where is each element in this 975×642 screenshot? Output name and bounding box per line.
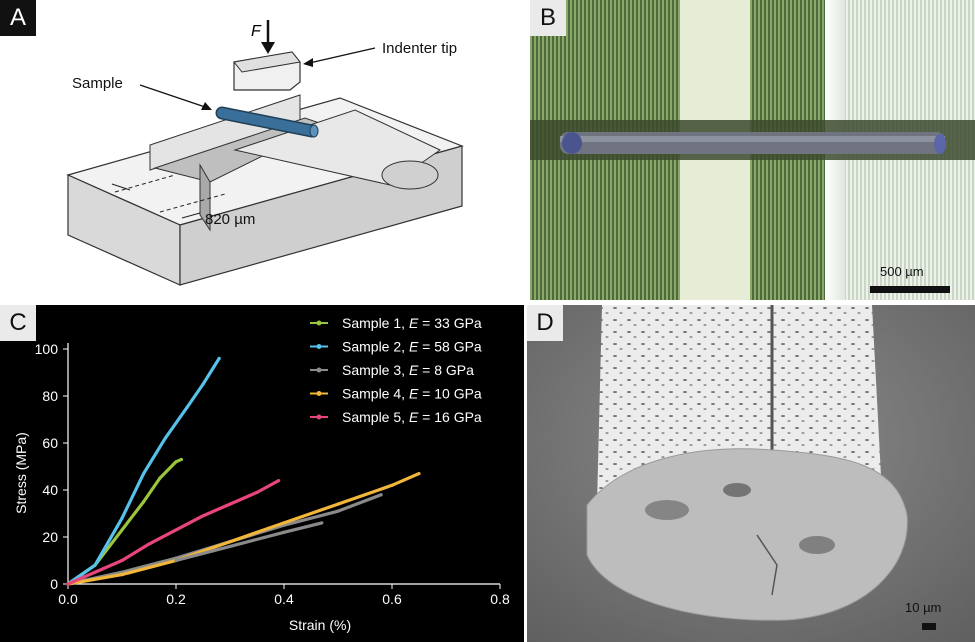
dimension-arrow-right [181,212,201,219]
optical-micrograph [530,0,975,300]
indentation-setup-diagram: F Indenter tip Sample 820 µm [66,20,464,286]
scale-label-d: 10 µm [905,600,942,615]
data-point [93,570,97,574]
data-point [120,516,124,520]
data-point [417,471,421,476]
legend-entry-1: Sample 1, E = 33 GPa [342,315,482,331]
panel-c: 0.0 0.2 0.4 0.6 0.8 0 20 40 60 80 100 Sample 1, E … [0,305,524,642]
x-tick-label: 0.6 [382,591,402,607]
panel-label-d: D [527,305,563,341]
data-point [201,382,205,386]
data-point [282,530,286,534]
series-line-extra [175,521,323,563]
data-point [120,528,124,532]
x-axis-label: Strain (%) [289,617,351,633]
legend-entry-5: Sample 5, E = 16 GPa [342,409,482,425]
data-point [228,544,232,548]
legend-marker-4 [316,391,322,396]
data-point [174,558,178,563]
panel-d: 10 µm D [527,305,975,642]
data-point [277,479,281,483]
panel-label-c: C [0,305,36,341]
x-tick-label: 0.0 [58,591,78,607]
data-point [174,460,178,464]
scale-label-b: 500 µm [880,264,924,279]
x-tick-label: 0.8 [490,591,510,607]
groove-end [381,160,439,190]
legend-entry-3: Sample 3, E = 8 GPa [342,362,474,378]
data-point [66,582,70,586]
data-point [379,493,383,497]
data-point [320,521,324,525]
legend-marker-3 [316,367,322,373]
data-point [179,457,183,462]
series-line-5 [67,479,280,586]
scale-bar-d [922,623,936,630]
y-tick-label: 60 [42,435,58,451]
y-tick-label: 0 [50,576,58,592]
x-tick-label: 0.2 [166,591,186,607]
wire-sample [560,132,946,154]
sample-leader [139,84,209,109]
panel-a: F Indenter tip Sample 820 µm A [0,0,528,300]
dimension-arrow-left [111,183,131,191]
scale-bar-b [870,286,950,293]
data-point [163,436,167,440]
sem-micrograph [527,305,975,642]
data-point [336,502,340,506]
stress-strain-chart: 0.0 0.2 0.4 0.6 0.8 0 20 40 60 80 100 Sample 1, E … [13,315,510,633]
x-tick-label: 0.4 [274,591,294,607]
data-point [336,509,340,513]
data-point [255,490,259,494]
y-axis-label: Stress (MPa) [13,432,29,514]
series-line-4 [67,472,420,586]
panel-label-b: B [530,0,566,36]
data-point [147,542,151,546]
force-label: F [251,23,262,40]
sample-rod [215,106,319,138]
data-point [228,540,232,544]
data-point [158,476,162,480]
indenter-tip [233,51,301,91]
indenter-leader [304,47,376,65]
data-point [93,563,97,567]
panel-b: 500 µm B [530,0,975,300]
series-line-2 [67,357,221,586]
data-point [228,502,232,506]
fracture-surface [586,448,908,621]
y-tick-label: 100 [35,341,59,357]
legend-entry-4: Sample 4, E = 10 GPa [342,386,482,402]
data-point [174,528,178,532]
data-point [142,500,146,504]
y-tick-label: 40 [42,482,58,498]
legend-marker-2 [316,344,322,349]
legend-marker-1 [316,320,322,326]
data-point [185,406,189,410]
data-point [390,483,394,487]
data-point [120,558,124,563]
y-tick-label: 20 [42,529,58,545]
sample-label: Sample [72,75,123,92]
legend-marker-5 [316,414,322,420]
legend-entry-2: Sample 2, E = 58 GPa [342,339,482,355]
data-point [201,514,205,518]
gap-dimension-label: 820 µm [205,211,255,228]
data-point [142,471,146,476]
data-point [120,573,124,577]
data-point [217,356,221,360]
series-line-1 [67,457,183,586]
indenter-label: Indenter tip [382,40,457,57]
panel-label-a: A [0,0,36,36]
y-tick-label: 80 [42,388,58,404]
data-point [282,521,286,525]
